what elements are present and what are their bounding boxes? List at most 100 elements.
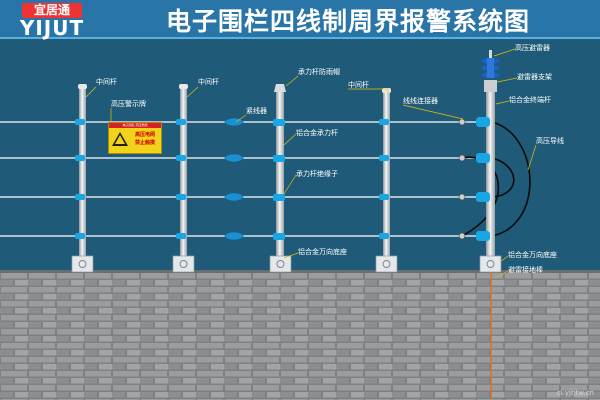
- warning-sign-header: 电子围栏 高压危险: [109, 123, 161, 128]
- pole-mid-3-shaft: [383, 92, 390, 258]
- hv-arrester: [481, 50, 500, 92]
- insulator: [273, 194, 285, 201]
- leader-line: [285, 75, 299, 87]
- leader-line: [494, 270, 509, 279]
- pole-terminal-shaft: [486, 92, 495, 258]
- pole-mid-1-cap: [78, 84, 87, 89]
- insulator: [379, 119, 389, 125]
- pole-terminal: [486, 92, 495, 258]
- pole-mid-2: [179, 84, 188, 258]
- insulator: [379, 155, 389, 161]
- hv-lead-cable-1: [491, 121, 531, 237]
- brick-wall: [0, 272, 600, 400]
- insulator: [379, 233, 389, 239]
- diagram-title: 电子围栏四线制周界报警系统图: [165, 7, 530, 36]
- logo: 宜居通 YIJUT: [4, 2, 100, 40]
- label-alu-bearing-pole: 铝合金承力杆: [296, 129, 338, 137]
- insulator: [273, 119, 285, 126]
- universal-base: [375, 255, 398, 273]
- warning-triangle-inner-icon: [115, 135, 125, 144]
- universal-base: [479, 255, 502, 273]
- insulator: [176, 155, 186, 161]
- universal-base: [269, 255, 292, 273]
- arrester-bracket: [484, 80, 497, 92]
- insulator: [75, 233, 85, 239]
- warning-sign-line2: 禁止触摸: [134, 140, 155, 146]
- wall-top-edge: [0, 270, 600, 273]
- wire-connector: [458, 232, 466, 240]
- pole-bearing-rain-cap: [274, 84, 286, 92]
- label-pole-mid-3: 中间杆: [348, 81, 369, 89]
- leader-line: [496, 77, 518, 83]
- insulator: [379, 194, 389, 200]
- hv-lead-cables: [461, 121, 531, 237]
- insulators: [75, 117, 490, 241]
- logo-english: YIJUT: [19, 16, 85, 40]
- insulator: [75, 155, 85, 161]
- base-bolt: [276, 260, 285, 268]
- insulator: [75, 119, 85, 125]
- insulator: [273, 155, 285, 162]
- fence-wires: [0, 121, 490, 237]
- label-warning-sign: 高压警示牌: [111, 100, 146, 108]
- pole-bearing-shaft: [276, 92, 284, 258]
- arrester-tip: [489, 50, 492, 58]
- label-hv-lead: 高压导线: [536, 137, 564, 145]
- leader-line: [495, 100, 510, 105]
- leader-lines: [85, 48, 537, 279]
- pole-mid-1: [78, 84, 87, 258]
- watermark: ci.yjtjtw.cn: [556, 389, 594, 397]
- insulator: [176, 119, 186, 125]
- pole-bearing: [274, 84, 286, 258]
- universal-base: [172, 255, 195, 273]
- pole-mid-2-shaft: [180, 88, 187, 258]
- label-wire-connector: 线线连接器: [403, 97, 438, 105]
- base-bolt: [486, 260, 495, 268]
- hv-lead-cable-3: [461, 156, 500, 237]
- base-bolt: [179, 260, 188, 268]
- label-alu-end-pole: 铝合金终端杆: [509, 96, 551, 104]
- leader-line: [348, 88, 389, 94]
- wire-connector: [458, 118, 466, 126]
- label-arrester-bracket: 避雷器支架: [517, 73, 552, 81]
- tensioner: [224, 153, 244, 163]
- label-bearing-insulator: 承力杆绝缘子: [296, 170, 338, 178]
- leader-line: [283, 174, 297, 195]
- label-tensioner: 紧线器: [246, 107, 267, 115]
- tensioners: [224, 117, 244, 241]
- base-bolt: [382, 260, 391, 268]
- pole-mid-2-cap: [179, 84, 188, 89]
- label-bearing-pole-cap: 承力杆防雨帽: [298, 68, 340, 76]
- leader-line: [283, 252, 299, 259]
- label-pole-mid-1: 中间杆: [96, 78, 117, 86]
- leader-line: [186, 86, 199, 98]
- insulator: [476, 192, 490, 202]
- insulator: [176, 233, 186, 239]
- leader-line: [499, 255, 509, 263]
- warning-sign-line1: 高压电网: [134, 132, 155, 138]
- label-grounding-rod: 避雷接地棒: [508, 266, 543, 274]
- insulator: [476, 117, 490, 127]
- arrester-core: [487, 58, 494, 78]
- wire-connectors: [458, 118, 466, 240]
- tensioner: [224, 192, 244, 202]
- tensioner: [224, 231, 244, 241]
- logo-chinese: 宜居通: [22, 3, 82, 18]
- pole-mid-3: [382, 88, 391, 258]
- hv-lead-cable-2: [491, 157, 515, 198]
- label-pole-mid-2: 中间杆: [198, 78, 219, 86]
- label-hv-arrester: 高压避雷器: [515, 44, 550, 52]
- leader-line: [85, 86, 97, 98]
- base-bolt: [78, 260, 87, 268]
- leader-line: [527, 144, 537, 171]
- insulator: [476, 231, 490, 241]
- insulator: [75, 194, 85, 200]
- label-alu-universal-base-1: 铝合金万向底座: [298, 248, 347, 256]
- label-alu-universal-base-2: 铝合金万向底座: [508, 251, 557, 259]
- leader-line: [402, 104, 464, 120]
- wire-connector: [458, 154, 466, 162]
- leader-line: [235, 114, 247, 123]
- header-bar: 宜居通 YIJUT 电子围栏四线制周界报警系统图: [0, 0, 600, 40]
